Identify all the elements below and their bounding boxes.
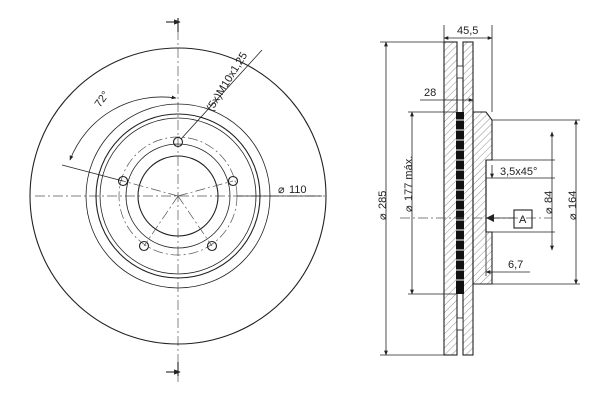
bolt-callout-label: (5x)M10x1,25 [204,50,250,113]
hub-recess-edge [125,143,231,249]
bolt-hole [138,240,150,252]
datum-box [513,209,533,229]
datum-label: A [519,214,527,226]
chamfer-label: 3,5x45° [500,166,537,178]
bolt-leader-line [180,49,263,140]
datum-triangle [486,214,494,222]
vent-vanes [456,65,464,331]
width-label: 45,5 [457,25,478,37]
section-view: 45,5 28 ⌀ 285 ⌀ 177 máx. 3,5x45° 6,7 [377,25,580,356]
angle-label: 72° [93,89,112,110]
center-bore [137,155,219,237]
hub-diameter-label: 84 [543,191,555,203]
bolt-hole [227,175,239,187]
inner-friction-face [462,41,474,356]
outer-diameter-symbol: ⌀ [377,213,389,220]
angle-dimension-arc [69,95,177,161]
front-view: 72° (5x)M10x1,25 ⌀ 110 [29,18,327,385]
offset-label: 6,7 [508,259,523,271]
bolt-hole [206,240,218,252]
bolt-hole-centerlines [122,180,234,247]
vane-ribs [456,119,464,281]
vane-slot [456,112,464,294]
hat-section [472,111,493,285]
angle-extension-line [61,164,124,182]
pcd-diameter-symbol: ⌀ [278,184,285,196]
pcd-label: 110 [289,184,307,196]
inner-diameter-symbol: ⌀ [403,205,415,212]
bolt-hole [117,175,129,187]
flange-diameter-label: 164 [567,191,579,209]
hub-diameter-symbol: ⌀ [543,207,555,214]
inner-diameter-label: 177 máx. [403,156,415,201]
thickness-label: 28 [424,87,436,99]
outer-diameter-label: 285 [377,191,389,209]
disc-outer-edge [29,47,327,345]
flange-diameter-symbol: ⌀ [567,213,579,220]
outer-friction-face [443,41,458,356]
